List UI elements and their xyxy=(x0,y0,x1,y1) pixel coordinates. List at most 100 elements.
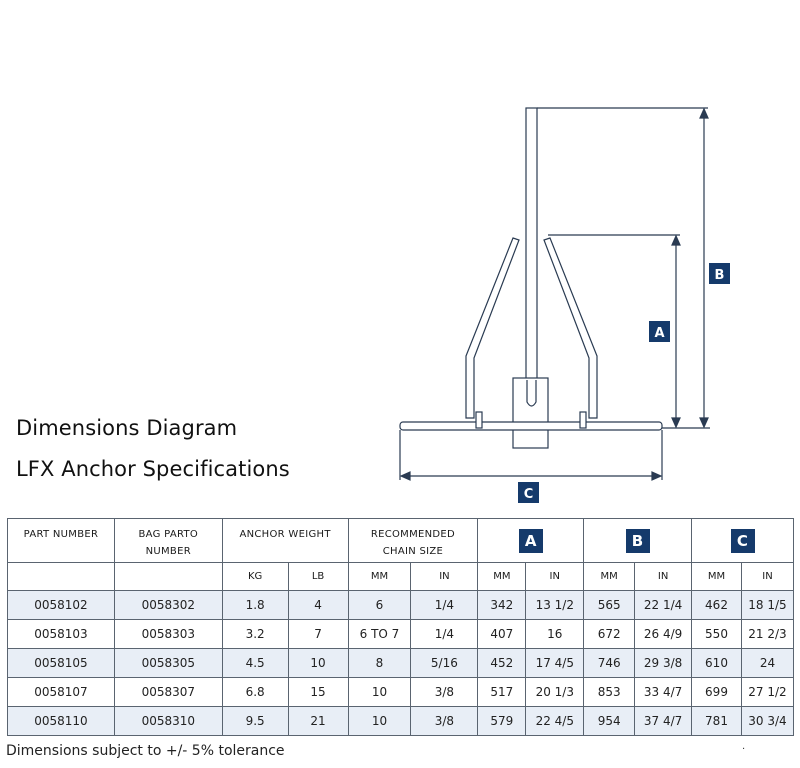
cell-weight-kg: 9.5 xyxy=(221,706,289,736)
anchor-drawing xyxy=(399,107,663,449)
cell-chain-mm: 8 xyxy=(347,648,412,678)
cell-chain-mm: 6 TO 7 xyxy=(347,619,412,649)
dimension-b-badge: B xyxy=(625,528,650,553)
cell-b-in: 33 4/7 xyxy=(634,677,693,707)
cell-weight-lb: 7 xyxy=(287,619,349,649)
subheader-kg: KG xyxy=(221,562,289,591)
cell-a-in: 16 xyxy=(525,619,585,649)
subheader-c-in: IN xyxy=(740,562,795,591)
cell-chain-mm: 10 xyxy=(347,677,412,707)
dimension-label-b: B xyxy=(709,263,730,284)
dimension-label-a: A xyxy=(649,321,670,342)
cell-b-mm: 565 xyxy=(583,590,636,620)
cell-bag-part-number: 0058303 xyxy=(113,619,223,649)
dimension-label-c: C xyxy=(518,482,539,503)
header-bag-part-number: BAG PARTO NUMBER xyxy=(113,518,223,563)
subheader-chain-mm: MM xyxy=(347,562,412,591)
cell-a-mm: 342 xyxy=(477,590,527,620)
header-part-number: PART NUMBER xyxy=(7,518,115,563)
arrowhead xyxy=(671,417,681,429)
cell-b-in: 26 4/9 xyxy=(634,619,693,649)
cell-bag-part-number: 0058307 xyxy=(113,677,223,707)
header-row: PART NUMBER BAG PARTO NUMBER ANCHOR WEIG… xyxy=(7,518,794,563)
cell-c-in: 18 1/5 xyxy=(740,590,795,620)
subheader-b-mm: MM xyxy=(583,562,636,591)
stock-pin-left xyxy=(475,411,483,429)
cell-weight-kg: 3.2 xyxy=(221,619,289,649)
anchor-fluke-right xyxy=(543,237,598,419)
cell-c-in: 24 xyxy=(740,648,795,678)
header-chain-line1: RECOMMENDED xyxy=(370,529,456,540)
header-bag-line1: BAG PARTO xyxy=(138,529,199,540)
cell-bag-part-number: 0058302 xyxy=(113,590,223,620)
subheader-row: KG LB MM IN MM IN MM IN MM IN xyxy=(7,562,795,591)
dimension-a-badge: A xyxy=(518,528,543,553)
cell-a-mm: 517 xyxy=(477,677,527,707)
subheader-chain-in: IN xyxy=(410,562,479,591)
arrowhead xyxy=(671,234,681,246)
cell-a-mm: 579 xyxy=(477,706,527,736)
shank-slot xyxy=(526,380,537,407)
anchor-shank xyxy=(525,107,538,405)
dimension-label-b-text: B xyxy=(715,268,725,283)
arrowhead xyxy=(651,471,663,481)
cell-chain-in: 1/4 xyxy=(410,590,479,620)
stray-mark: . xyxy=(742,741,746,752)
heading-dimensions-diagram: Dimensions Diagram xyxy=(16,416,238,440)
cell-weight-kg: 1.8 xyxy=(221,590,289,620)
cell-part-number: 0058107 xyxy=(7,677,115,707)
cell-c-in: 27 1/2 xyxy=(740,677,795,707)
dimension-c-badge: C xyxy=(730,528,755,553)
header-dimension-b: B xyxy=(583,518,693,563)
cell-chain-in: 3/8 xyxy=(410,706,479,736)
subheader-blank xyxy=(113,562,223,591)
cell-b-mm: 853 xyxy=(583,677,636,707)
cell-a-in: 20 1/3 xyxy=(525,677,585,707)
header-dimension-c: C xyxy=(691,518,794,563)
cell-b-in: 29 3/8 xyxy=(634,648,693,678)
cell-b-in: 22 1/4 xyxy=(634,590,693,620)
cell-weight-kg: 4.5 xyxy=(221,648,289,678)
cell-bag-part-number: 0058305 xyxy=(113,648,223,678)
cell-a-in: 22 4/5 xyxy=(525,706,585,736)
cell-chain-in: 1/4 xyxy=(410,619,479,649)
cell-b-mm: 954 xyxy=(583,706,636,736)
subheader-b-in: IN xyxy=(634,562,693,591)
cell-weight-lb: 15 xyxy=(287,677,349,707)
cell-a-in: 17 4/5 xyxy=(525,648,585,678)
cell-part-number: 0058105 xyxy=(7,648,115,678)
subheader-a-in: IN xyxy=(525,562,585,591)
subheader-lb: LB xyxy=(287,562,349,591)
dimension-label-c-text: C xyxy=(524,487,534,502)
cell-part-number: 0058102 xyxy=(7,590,115,620)
header-dimension-a: A xyxy=(477,518,585,563)
header-anchor-weight: ANCHOR WEIGHT xyxy=(221,518,349,563)
arrowhead xyxy=(699,417,709,429)
cell-c-mm: 781 xyxy=(691,706,742,736)
subheader-c-mm: MM xyxy=(691,562,742,591)
cell-chain-in: 3/8 xyxy=(410,677,479,707)
cell-c-mm: 699 xyxy=(691,677,742,707)
header-bag-line2: NUMBER xyxy=(145,546,191,557)
header-chain-line2: CHAIN SIZE xyxy=(382,546,444,557)
cell-part-number: 0058103 xyxy=(7,619,115,649)
anchor-fluke-left xyxy=(465,237,520,419)
subheader-a-mm: MM xyxy=(477,562,527,591)
cell-c-mm: 610 xyxy=(691,648,742,678)
dimension-label-a-text: A xyxy=(654,326,664,341)
header-chain-size: RECOMMENDED CHAIN SIZE xyxy=(347,518,479,563)
cell-chain-in: 5/16 xyxy=(410,648,479,678)
subheader-blank xyxy=(7,562,115,591)
cell-c-mm: 462 xyxy=(691,590,742,620)
cell-chain-mm: 6 xyxy=(347,590,412,620)
anchor-crown xyxy=(512,377,549,449)
anchor-dimensions-diagram: A B C xyxy=(399,107,730,503)
cell-b-mm: 672 xyxy=(583,619,636,649)
cell-c-mm: 550 xyxy=(691,619,742,649)
